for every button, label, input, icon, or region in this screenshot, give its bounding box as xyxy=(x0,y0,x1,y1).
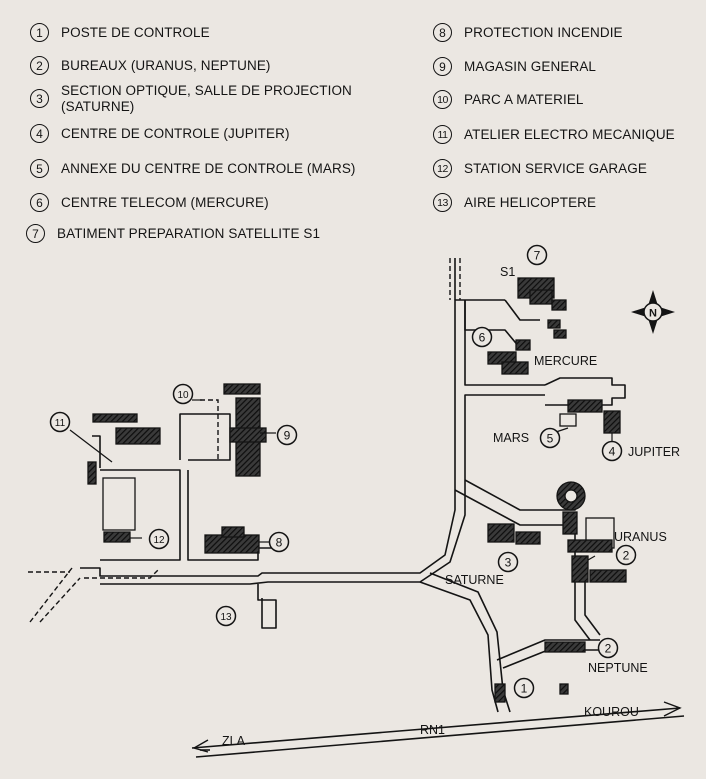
marker-3: 3 xyxy=(497,551,519,573)
label-jupiter: JUPITER xyxy=(628,445,680,459)
dashed-tracks xyxy=(28,258,461,623)
marker-8: 8 xyxy=(268,531,290,553)
svg-text:12: 12 xyxy=(153,535,165,546)
label-kourou: KOUROU xyxy=(584,705,639,719)
label-saturne: SATURNE xyxy=(445,573,504,587)
marker-2-uranus: 2 xyxy=(615,544,637,566)
label-zla: ZLA xyxy=(222,734,246,748)
marker-12: 12 xyxy=(148,528,170,550)
legend-item-12: 12 STATION SERVICE GARAGE xyxy=(433,159,647,178)
label-rn1: RN1 xyxy=(420,723,445,737)
arrow-icon-zla xyxy=(192,739,209,753)
legend-text: BUREAUX (URANUS, NEPTUNE) xyxy=(61,58,271,73)
legend-number: 11 xyxy=(433,125,452,144)
marker-9: 9 xyxy=(276,424,298,446)
label-mars: MARS xyxy=(493,431,529,445)
label-mercure: MERCURE xyxy=(534,354,597,368)
svg-text:5: 5 xyxy=(547,432,554,446)
legend-item-2: 2 BUREAUX (URANUS, NEPTUNE) xyxy=(30,56,271,75)
legend-item-3: 3 SECTION OPTIQUE, SALLE DE PROJECTION (… xyxy=(30,83,352,115)
legend-number: 2 xyxy=(30,56,49,75)
svg-text:9: 9 xyxy=(284,429,291,443)
svg-text:7: 7 xyxy=(534,249,541,263)
marker-13: 13 xyxy=(215,605,237,627)
buildings xyxy=(87,277,627,703)
legend-item-9: 9 MAGASIN GENERAL xyxy=(433,57,597,76)
svg-text:11: 11 xyxy=(55,418,66,429)
legend-item-4: 4 CENTRE DE CONTROLE (JUPITER) xyxy=(30,124,290,143)
legend-text: PROTECTION INCENDIE xyxy=(464,25,623,40)
legend-number: 1 xyxy=(30,23,49,42)
arrow-icon-kourou xyxy=(663,701,682,717)
legend-item-5: 5 ANNEXE DU CENTRE DE CONTROLE (MARS) xyxy=(30,159,356,178)
legend-text: POSTE DE CONTROLE xyxy=(61,25,210,40)
legend-number: 10 xyxy=(433,90,452,109)
legend-text: MAGASIN GENERAL xyxy=(464,59,597,74)
marker-1: 1 xyxy=(513,677,535,699)
legend-number: 13 xyxy=(433,193,452,212)
label-s1: S1 xyxy=(500,265,515,279)
legend-number: 12 xyxy=(433,159,452,178)
road-network xyxy=(80,258,626,713)
marker-5: 5 xyxy=(539,427,561,449)
legend-text: ATELIER ELECTRO MECANIQUE xyxy=(464,127,675,142)
legend-number: 5 xyxy=(30,159,49,178)
svg-text:2: 2 xyxy=(623,549,630,563)
legend-text: BATIMENT PREPARATION SATELLITE S1 xyxy=(57,226,321,241)
legend-text: CENTRE TELECOM (MERCURE) xyxy=(61,195,269,210)
marker-6: 6 xyxy=(471,326,493,348)
svg-text:1: 1 xyxy=(521,682,528,696)
legend-number: 7 xyxy=(26,224,45,243)
legend-number: 8 xyxy=(433,23,452,42)
legend-item-11: 11 ATELIER ELECTRO MECANIQUE xyxy=(433,125,675,144)
legend-text: STATION SERVICE GARAGE xyxy=(464,161,647,176)
legend-text: AIRE HELICOPTERE xyxy=(464,195,597,210)
legend-text: CENTRE DE CONTROLE (JUPITER) xyxy=(61,126,290,141)
north-compass-icon: N xyxy=(631,290,675,334)
legend-number: 3 xyxy=(30,89,49,108)
north-label: N xyxy=(649,308,657,320)
marker-2-neptune: 2 xyxy=(597,637,619,659)
legend-number: 4 xyxy=(30,124,49,143)
legend-text: SECTION OPTIQUE, SALLE DE PROJECTION (SA… xyxy=(61,83,352,114)
legend-item-7: 7 BATIMENT PREPARATION SATELLITE S1 xyxy=(26,224,321,243)
svg-text:13: 13 xyxy=(220,612,232,623)
legend-number: 6 xyxy=(30,193,49,212)
label-uranus: URANUS xyxy=(614,530,667,544)
svg-text:3: 3 xyxy=(505,556,512,570)
legend-item-10: 10 PARC A MATERIEL xyxy=(433,90,584,109)
marker-11: 11 xyxy=(49,411,71,433)
legend-item-1: 1 POSTE DE CONTROLE xyxy=(30,23,210,42)
marker-10: 10 xyxy=(172,383,194,405)
legend-item-8: 8 PROTECTION INCENDIE xyxy=(433,23,623,42)
legend-text: PARC A MATERIEL xyxy=(464,92,584,107)
legend-item-13: 13 AIRE HELICOPTERE xyxy=(433,193,597,212)
marker-7: 7 xyxy=(526,244,548,266)
svg-text:4: 4 xyxy=(609,445,616,459)
svg-text:2: 2 xyxy=(605,642,612,656)
marker-4: 4 xyxy=(601,440,623,462)
svg-text:8: 8 xyxy=(276,536,283,550)
label-neptune: NEPTUNE xyxy=(588,661,648,675)
leader-lines xyxy=(69,399,613,561)
svg-text:6: 6 xyxy=(479,331,486,345)
legend-number: 9 xyxy=(433,57,452,76)
legend-text: ANNEXE DU CENTRE DE CONTROLE (MARS) xyxy=(61,161,356,176)
legend-item-6: 6 CENTRE TELECOM (MERCURE) xyxy=(30,193,269,212)
svg-text:10: 10 xyxy=(177,390,189,401)
